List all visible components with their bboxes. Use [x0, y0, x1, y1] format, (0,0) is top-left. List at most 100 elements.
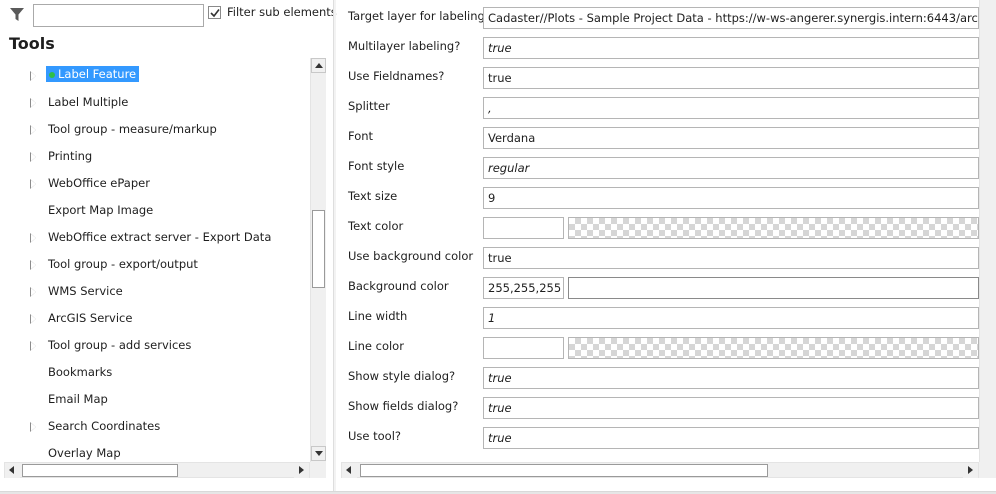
transparent-color-swatch[interactable] [568, 217, 979, 239]
tree-item[interactable]: ArcGIS Service [0, 306, 310, 333]
expand-arrow-icon[interactable] [30, 260, 36, 270]
property-row: Use tool? true [337, 420, 996, 450]
property-value-field[interactable]: regular [483, 157, 979, 179]
scroll-thumb[interactable] [360, 464, 768, 477]
scroll-thumb[interactable] [312, 210, 325, 288]
tree-item-label: WMS Service [48, 284, 123, 298]
properties-vertical-scrollbar[interactable] [979, 0, 996, 462]
scroll-up-button[interactable] [311, 58, 326, 73]
tree-item-label: WebOffice extract server - Export Data [48, 230, 272, 244]
tree-item-label: Search Coordinates [48, 419, 161, 433]
property-label: Background color [348, 279, 449, 293]
property-label: Text size [348, 189, 398, 203]
expand-arrow-icon[interactable] [30, 71, 36, 81]
chevron-left-icon [9, 466, 14, 474]
property-value-field[interactable]: 9 [483, 187, 979, 209]
property-value-field[interactable]: true [483, 247, 979, 269]
scrollbar-corner [979, 462, 996, 478]
properties-horizontal-scrollbar[interactable] [341, 462, 979, 478]
property-row: Font style regular [337, 150, 996, 180]
tree-item-label: Email Map [48, 392, 108, 406]
property-value-field[interactable]: Cadaster//Plots - Sample Project Data - … [483, 7, 979, 29]
expand-arrow-icon[interactable] [30, 152, 36, 162]
scroll-left-button[interactable] [5, 463, 20, 478]
tools-search-input[interactable] [33, 4, 204, 27]
expand-arrow-inner [31, 342, 36, 350]
property-value-field[interactable]: true [483, 67, 979, 89]
tree-item[interactable]: WMS Service [0, 279, 310, 306]
expand-arrow-inner [31, 315, 36, 323]
status-dot-icon [49, 72, 55, 78]
filter-sub-elements-checkbox[interactable] [208, 6, 221, 19]
tree-item[interactable]: Email Map [0, 387, 310, 414]
tree-item[interactable]: Tool group - export/output [0, 252, 310, 279]
tree-item-label: Export Map Image [48, 203, 154, 217]
tree-item-label: Label Multiple [48, 95, 129, 109]
property-label: Use tool? [348, 429, 402, 443]
tree-item[interactable]: Label Feature [0, 63, 310, 90]
property-value-field[interactable]: true [483, 427, 979, 449]
property-value-field[interactable]: 1 [483, 307, 979, 329]
tree-item[interactable]: WebOffice ePaper [0, 171, 310, 198]
expand-arrow-icon[interactable] [30, 233, 36, 243]
property-label: Line width [348, 309, 408, 323]
tree-item[interactable]: Tool group - measure/markup [0, 117, 310, 144]
expand-arrow-icon[interactable] [30, 314, 36, 324]
tree-item[interactable]: Bookmarks [0, 360, 310, 387]
expand-arrow-inner [31, 288, 36, 296]
tools-tree-vertical-scrollbar[interactable] [310, 58, 326, 462]
filter-sub-elements-label[interactable]: Filter sub elements [227, 5, 337, 19]
tree-item[interactable]: Export Map Image [0, 198, 310, 225]
scroll-down-button[interactable] [311, 446, 326, 461]
scroll-right-button[interactable] [294, 463, 309, 478]
property-label: Use background color [348, 249, 474, 263]
expand-arrow-icon[interactable] [30, 287, 36, 297]
property-row: Use Fieldnames? true [337, 60, 996, 90]
property-value-field[interactable]: true [483, 397, 979, 419]
expand-arrow-icon[interactable] [30, 179, 36, 189]
property-value-field[interactable]: true [483, 367, 979, 389]
tree-item[interactable]: Label Multiple [0, 90, 310, 117]
scroll-thumb[interactable] [22, 464, 178, 477]
expand-arrow-icon[interactable] [30, 341, 36, 351]
expand-arrow-inner [31, 261, 36, 269]
tree-item[interactable]: Search Coordinates [0, 414, 310, 441]
property-row: Show fields dialog?true [337, 390, 996, 420]
color-value-field[interactable] [483, 337, 564, 359]
transparent-color-swatch[interactable] [568, 337, 979, 359]
filter-icon[interactable] [9, 7, 25, 23]
expand-arrow-inner [31, 126, 36, 134]
tree-item[interactable]: Printing [0, 144, 310, 171]
expand-arrow-inner [31, 72, 36, 80]
chevron-left-icon [346, 466, 351, 474]
tree-item-label: WebOffice ePaper [48, 176, 150, 190]
tree-item[interactable]: Tool group - add services [0, 333, 310, 360]
tree-item[interactable]: Overlay Map [0, 441, 310, 462]
panel-splitter[interactable] [333, 0, 336, 491]
color-swatch[interactable] [568, 277, 979, 299]
property-row: Text size 9 [337, 180, 996, 210]
color-value-field[interactable] [483, 217, 564, 239]
tree-item[interactable]: WebOffice extract server - Export Data [0, 225, 310, 252]
property-value-field[interactable]: true [483, 37, 979, 59]
property-value-field[interactable]: Verdana [483, 127, 979, 149]
property-value-field[interactable]: , [483, 97, 979, 119]
chevron-up-icon [315, 63, 323, 68]
expand-arrow-inner [31, 234, 36, 242]
expand-arrow-icon[interactable] [30, 422, 36, 432]
property-row: Text color [337, 210, 996, 240]
tree-item-label: Overlay Map [48, 446, 121, 460]
property-label: Font [348, 129, 374, 143]
expand-arrow-icon[interactable] [30, 98, 36, 108]
scroll-left-button[interactable] [342, 463, 357, 478]
expand-arrow-icon[interactable] [30, 125, 36, 135]
tools-tree-horizontal-scrollbar[interactable] [4, 462, 310, 478]
color-value-field[interactable]: 255,255,255 [483, 277, 564, 299]
property-row: Show style dialog?true [337, 360, 996, 390]
property-label: Multilayer labeling? [348, 39, 461, 53]
property-label: Use Fieldnames? [348, 69, 445, 83]
property-label: Font style [348, 159, 405, 173]
scroll-right-button[interactable] [963, 463, 978, 478]
